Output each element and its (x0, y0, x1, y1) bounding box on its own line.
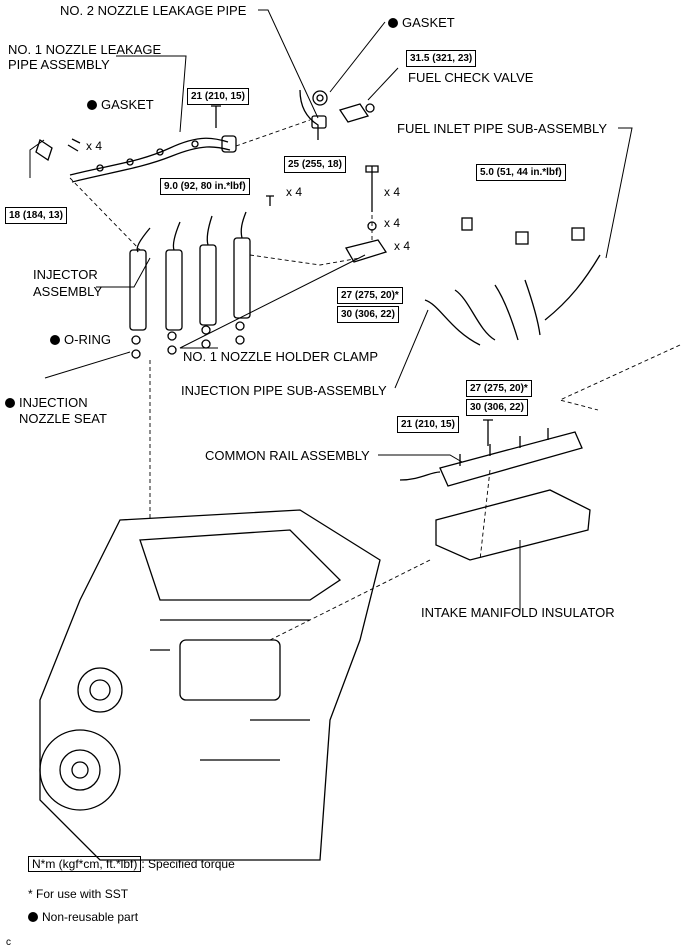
legend-torque-text: : Specified torque (141, 857, 235, 871)
nozzle-holder-clamp (345, 239, 388, 263)
label-fuel-check-valve: FUEL CHECK VALVE (408, 70, 534, 85)
label-injection-seat-2: NOZZLE SEAT (19, 411, 107, 426)
no2-pipe-and-valve (299, 89, 375, 140)
non-reusable-dot-icon (5, 398, 15, 408)
injectors (129, 211, 251, 359)
label-common-rail: COMMON RAIL ASSEMBLY (205, 448, 370, 463)
legend-non-reusable-text: Non-reusable part (42, 910, 139, 924)
torque-25: 25 (255, 18) (284, 156, 346, 173)
torque-27-right: 27 (275, 20)* (466, 380, 532, 397)
qty-9-0: x 4 (286, 185, 303, 199)
engine-block (39, 509, 381, 861)
legend-sst: * For use with SST (28, 887, 129, 901)
injection-pipes (424, 217, 601, 346)
label-injection-seat-1: INJECTION (5, 395, 88, 410)
label-gasket-left-text: GASKET (101, 97, 154, 112)
torque-31-5: 31.5 (321, 23) (406, 50, 477, 67)
figure-code: c (6, 937, 11, 948)
label-no1-holder-clamp: NO. 1 NOZZLE HOLDER CLAMP (183, 349, 379, 364)
label-o-ring-text: O-RING (64, 332, 111, 347)
bolts (211, 105, 493, 446)
torque-27-left: 27 (275, 20)* (337, 287, 403, 304)
non-reusable-dot-icon (87, 100, 97, 110)
label-injector-2: ASSEMBLY (33, 284, 103, 299)
label-gasket-left: GASKET (87, 97, 154, 112)
legend-torque-box: N*m (kgf*cm, ft.*lbf) (28, 856, 142, 872)
qty-gasket: x 4 (86, 139, 103, 153)
intake-manifold-insulator (435, 489, 591, 561)
label-injection-pipe: INJECTION PIPE SUB-ASSEMBLY (181, 383, 387, 398)
dashed-guides (69, 119, 681, 641)
non-reusable-dot-icon (388, 18, 398, 28)
label-injector-1: INJECTOR (33, 267, 98, 282)
label-gasket-top: GASKET (388, 15, 455, 30)
torque-30-right: 30 (306, 22) (466, 399, 528, 416)
label-fuel-inlet-pipe: FUEL INLET PIPE SUB-ASSEMBLY (397, 121, 607, 136)
torque-9-0: 9.0 (92, 80 in.*lbf) (160, 178, 250, 195)
torque-18: 18 (184, 13) (5, 207, 67, 224)
label-no1-leakage-pipe-2: PIPE ASSEMBLY (8, 57, 110, 72)
non-reusable-dot-icon (50, 335, 60, 345)
qty-25: x 4 (384, 185, 401, 199)
label-intake-insulator: INTAKE MANIFOLD INSULATOR (421, 605, 615, 620)
legend-torque: N*m (kgf*cm, ft.*lbf): Specified torque (28, 856, 235, 872)
torque-30-left: 30 (306, 22) (337, 306, 399, 323)
non-reusable-dot-icon (28, 912, 38, 922)
torque-5-0: 5.0 (51, 44 in.*lbf) (476, 164, 566, 181)
common-rail (399, 428, 583, 487)
leakage-pipe-assembly (35, 135, 237, 183)
legend-non-reusable: Non-reusable part (28, 910, 138, 924)
label-injection-seat-1-text: INJECTION (19, 395, 88, 410)
label-gasket-top-text: GASKET (402, 15, 455, 30)
qty-washer: x 4 (384, 216, 401, 230)
label-no1-leakage-pipe-1: NO. 1 NOZZLE LEAKAGE (8, 42, 162, 57)
torque-21-top: 21 (210, 15) (187, 88, 249, 105)
qty-clamp: x 4 (394, 239, 411, 253)
label-no2-leakage-pipe: NO. 2 NOZZLE LEAKAGE PIPE (60, 3, 247, 18)
torque-21-rail: 21 (210, 15) (397, 416, 459, 433)
label-o-ring: O-RING (50, 332, 111, 347)
